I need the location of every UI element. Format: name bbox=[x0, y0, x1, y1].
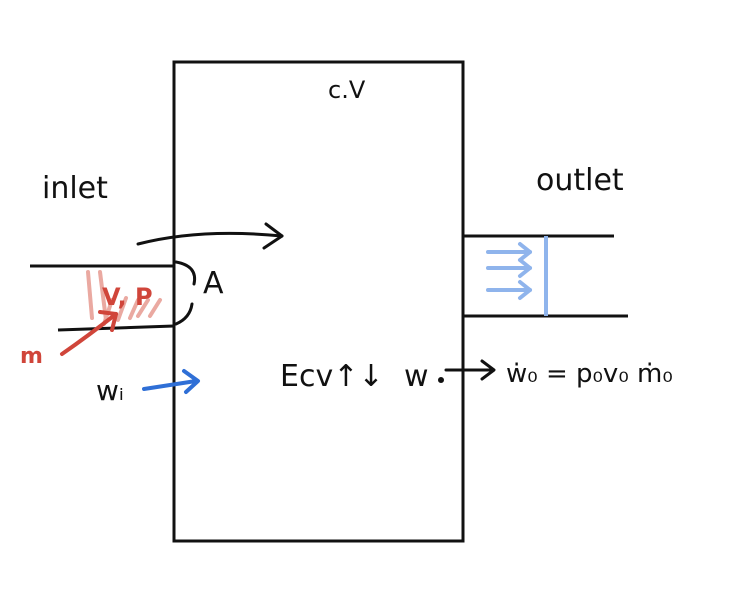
inflow-arrow bbox=[136, 222, 284, 250]
work-out-label: w bbox=[404, 359, 429, 394]
work-out-equation: ẇ₀ = p₀v₀ ṁ₀ bbox=[506, 359, 673, 389]
mass-flow-label: m bbox=[20, 344, 43, 369]
inlet-pipe bbox=[30, 264, 175, 332]
cv-label: c.V bbox=[328, 76, 366, 104]
control-volume-box bbox=[172, 60, 465, 543]
work-out-subscript-dot bbox=[438, 377, 444, 383]
energy-label: Ecv↑↓ bbox=[280, 359, 383, 394]
inlet-label: inlet bbox=[42, 171, 108, 206]
mass-flow-arrow bbox=[60, 310, 118, 356]
inlet-boundary-arc bbox=[174, 260, 197, 326]
work-in-label: wᵢ bbox=[96, 374, 124, 407]
work-in-arrow bbox=[142, 369, 200, 394]
outlet-flow-arrows bbox=[486, 242, 532, 300]
outlet-label: outlet bbox=[536, 163, 624, 198]
velocity-pressure-label: V, P bbox=[102, 283, 153, 311]
work-out-arrow bbox=[444, 359, 496, 381]
area-label: A bbox=[203, 266, 224, 301]
